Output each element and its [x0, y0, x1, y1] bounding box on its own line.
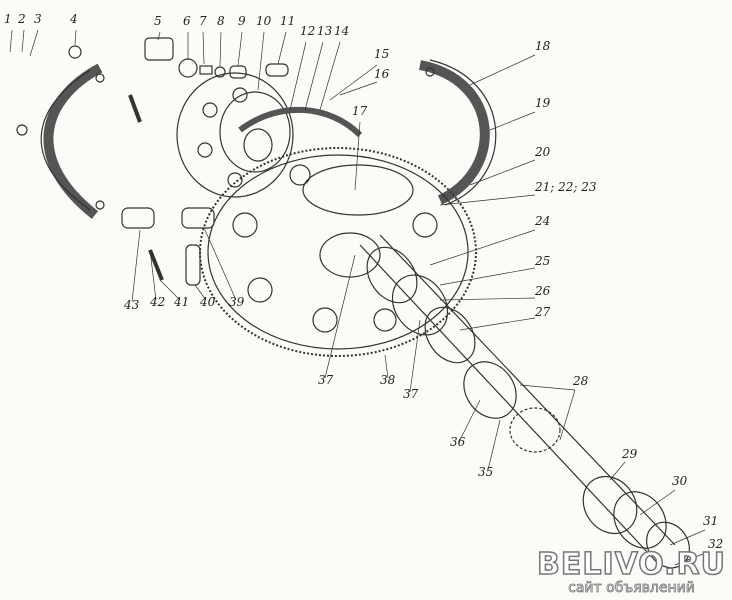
part-label-31: 31: [703, 514, 719, 528]
left-brake-shoe: [40, 63, 105, 219]
part-label-43: 43: [124, 298, 140, 312]
part-label-37: 37: [318, 373, 334, 387]
part-label-14: 14: [334, 24, 350, 38]
part-label-4: 4: [70, 12, 78, 26]
brake-disk: [176, 72, 294, 198]
part-label-11: 11: [280, 14, 296, 28]
part-label-30: 30: [672, 474, 688, 488]
large-gear: [199, 147, 477, 357]
shaft-assembly: [359, 234, 690, 569]
small-parts: [16, 37, 289, 286]
brake-band: [238, 107, 363, 138]
part-label-8: 8: [217, 14, 225, 28]
part-label-13: 13: [317, 24, 333, 38]
part-label-6: 6: [183, 14, 191, 28]
part-label-16: 16: [374, 67, 390, 81]
part-label-10: 10: [256, 14, 272, 28]
part-label-2: 2: [18, 12, 26, 26]
part-label-27: 27: [535, 305, 551, 319]
part-label-38: 38: [380, 373, 396, 387]
part-label-5: 5: [154, 14, 162, 28]
part-label-35: 35: [478, 465, 494, 479]
part-label-18: 18: [535, 39, 551, 53]
part-label-7: 7: [199, 14, 207, 28]
part-label-26: 26: [535, 284, 551, 298]
watermark-brand: BELIVO.RU: [536, 547, 726, 582]
part-label-32: 32: [708, 537, 724, 551]
watermark: BELIVO.RU сайт объявлений: [536, 547, 726, 597]
part-label-19: 19: [535, 96, 551, 110]
part-label-29: 29: [622, 447, 638, 461]
part-label-12: 12: [300, 24, 316, 38]
part-label-9: 9: [238, 14, 246, 28]
part-label-20: 20: [535, 145, 551, 159]
part-label-21-22-23: 21; 22; 23: [535, 180, 597, 194]
part-label-17: 17: [352, 104, 368, 118]
part-label-24: 24: [535, 214, 551, 228]
part-label-3: 3: [34, 12, 42, 26]
part-label-37-second: 37: [403, 387, 419, 401]
part-label-15: 15: [374, 47, 390, 61]
leader-lines: [9, 29, 709, 566]
part-label-28: 28: [573, 374, 589, 388]
part-label-39: 39: [229, 295, 245, 309]
part-label-25: 25: [535, 254, 551, 268]
part-label-40: 40: [200, 295, 216, 309]
watermark-tagline: сайт объявлений: [568, 580, 695, 597]
part-label-41: 41: [174, 295, 190, 309]
right-brake-shoe: [418, 59, 497, 206]
part-label-1: 1: [4, 12, 12, 26]
part-label-42: 42: [150, 295, 166, 309]
part-label-36: 36: [450, 435, 466, 449]
